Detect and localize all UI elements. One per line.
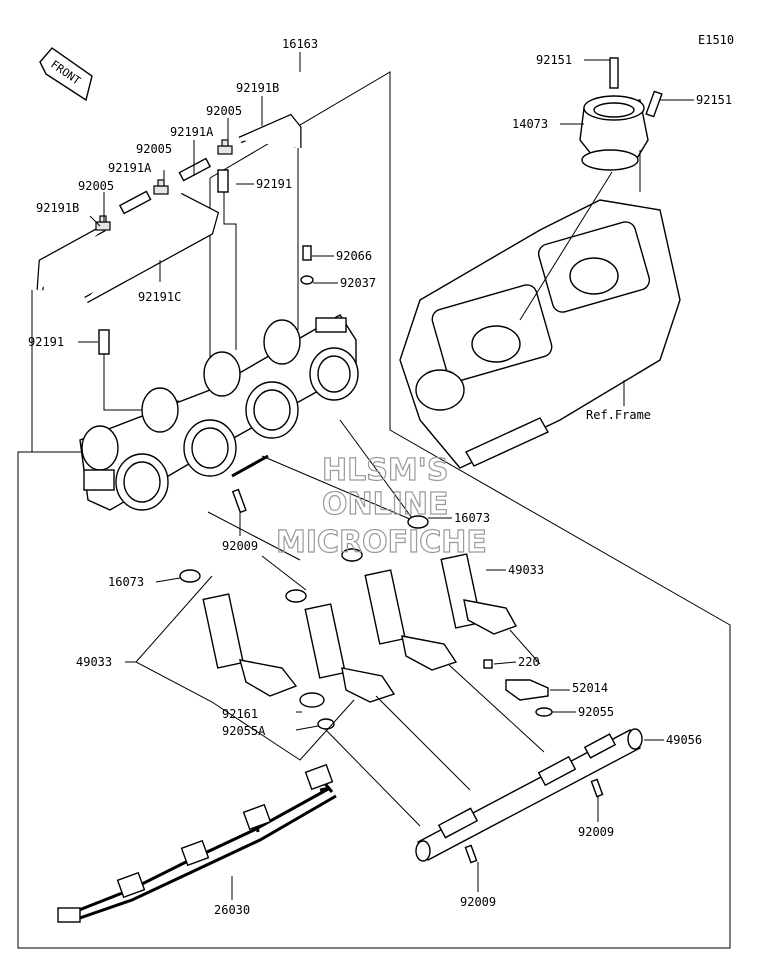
callout-52014: 52014: [572, 681, 608, 695]
callout-92037: 92037: [340, 276, 376, 290]
callout-16073-right: 16073: [454, 511, 490, 525]
callout-92191-right: 92191: [256, 177, 292, 191]
callout-92191B-top: 92191B: [236, 81, 279, 95]
fuel-injectors: [202, 553, 518, 703]
callout-92009-mid: 92009: [222, 539, 258, 553]
watermark-line-3: MICROFICHE: [276, 525, 487, 560]
callout-92005-b: 92005: [136, 142, 172, 156]
throttle-body-assembly: [79, 314, 413, 521]
injector-2: [304, 603, 396, 703]
watermark: HLSM'S ONLINE MICROFICHE: [275, 452, 487, 560]
callout-220: 220: [518, 655, 540, 669]
callout-16073-left: 16073: [108, 575, 144, 589]
callout-92191A-a: 92191A: [170, 125, 214, 139]
callout-92151-right: 92151: [696, 93, 732, 107]
callout-92009-bottom: 92009: [460, 895, 496, 909]
callout-92005-a: 92005: [206, 104, 242, 118]
callout-92066: 92066: [336, 249, 372, 263]
injector-3: [364, 569, 458, 671]
watermark-line-2: ONLINE: [322, 487, 449, 522]
diagram-code: E1510: [698, 33, 734, 47]
front-arrow-icon: FRONT: [39, 47, 93, 102]
ref-frame: [399, 199, 681, 469]
callout-16163: 16163: [282, 37, 318, 51]
callout-26030: 26030: [214, 903, 250, 917]
callout-92191B-left: 92191B: [36, 201, 79, 215]
watermark-line-1: HLSM'S: [322, 453, 448, 488]
t-fitting-3: [217, 139, 233, 155]
hose-leaders: [31, 96, 338, 452]
injector-1: [202, 593, 298, 697]
callout-92151-top: 92151: [536, 53, 572, 67]
vacuum-hoses: [36, 113, 314, 355]
wire-harness: [57, 763, 337, 923]
callout-92009-right: 92009: [578, 825, 614, 839]
callout-92191C: 92191C: [138, 290, 181, 304]
injector-4: [440, 553, 518, 635]
callout-92055: 92055: [578, 705, 614, 719]
intake-funnel: [519, 57, 663, 321]
ref-frame-label: Ref.Frame: [586, 408, 651, 422]
callout-92161: 92161: [222, 707, 258, 721]
pressure-fitting: [483, 659, 549, 701]
t-fitting-2: [153, 179, 169, 195]
rail-leaders: [207, 511, 545, 827]
t-fitting-1: [95, 215, 111, 231]
callout-92055A: 92055A: [222, 724, 266, 738]
callout-92191A-b: 92191A: [108, 161, 152, 175]
callout-49033-left: 49033: [76, 655, 112, 669]
callout-49033-right: 49033: [508, 563, 544, 577]
callout-92191-left: 92191: [28, 335, 64, 349]
callout-14073: 14073: [512, 117, 548, 131]
fuel-rail: [415, 728, 643, 864]
o-rings: [179, 515, 553, 730]
callout-49056: 49056: [666, 733, 702, 747]
callout-92005-c: 92005: [78, 179, 114, 193]
